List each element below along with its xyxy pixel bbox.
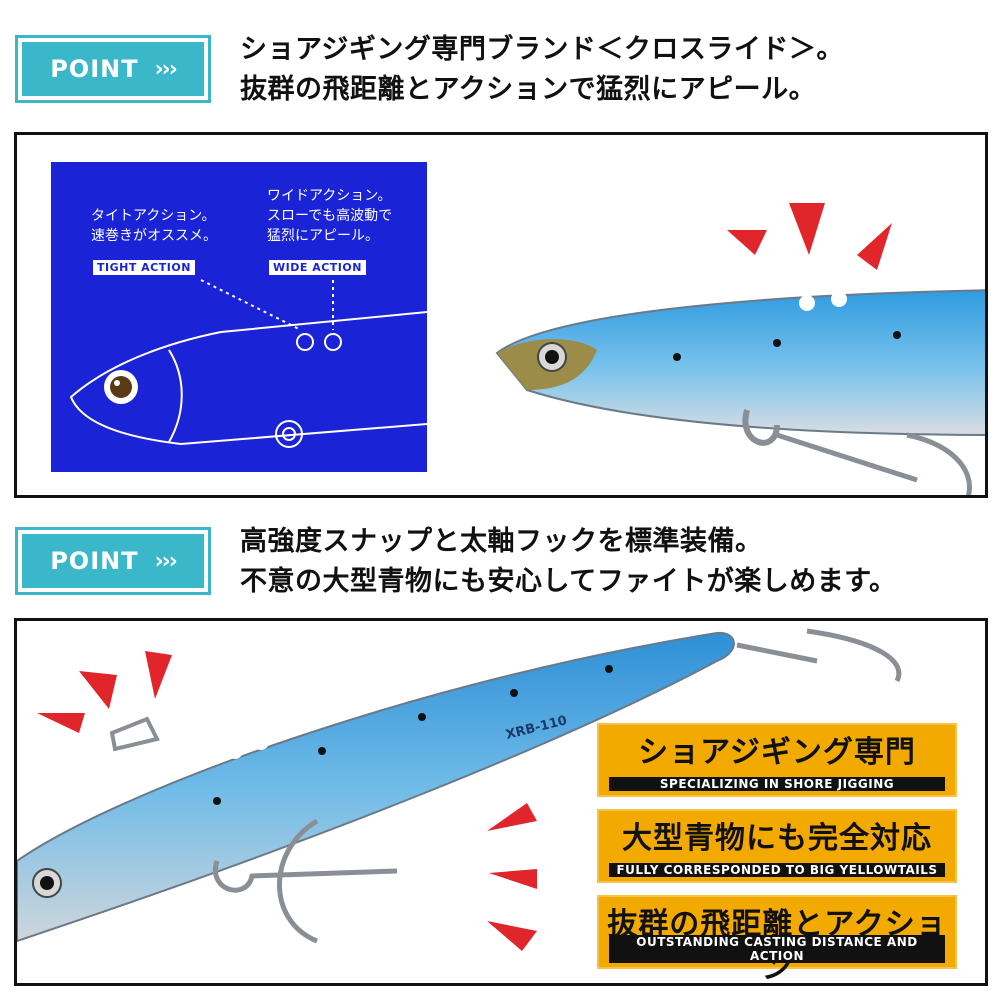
- headline-2: 高強度スナップと太軸フックを標準装備。 不意の大型青物にも安心してファイトが楽し…: [240, 522, 897, 602]
- lure-outline-diagram: [69, 279, 427, 448]
- snap-ring: [742, 409, 780, 446]
- feature-3-en: OUTSTANDING CASTING DISTANCE AND ACTION: [609, 935, 945, 963]
- fish-eye-pupil: [110, 376, 132, 398]
- belly-eye-inner: [282, 427, 296, 441]
- lure-body: [495, 289, 985, 436]
- tight-action-text: タイトアクション。 速巻きがオススメ。: [91, 206, 217, 246]
- belly-hook: [212, 818, 398, 944]
- burst-mark-2: [789, 203, 825, 255]
- burst-mark-1: [727, 230, 767, 255]
- action-panel: タイトアクション。 速巻きがオススメ。 TIGHT ACTION ワイドアクショ…: [14, 132, 988, 498]
- lure-dot-1: [673, 353, 681, 361]
- lure-body-2: [17, 631, 735, 943]
- burst-mark-5: [145, 651, 172, 699]
- point-badge-1: POINT ›››: [15, 35, 211, 103]
- chevron-right-icon: ›››: [154, 56, 178, 82]
- burst-mark-3: [857, 223, 892, 270]
- feature-1-en: SPECIALIZING IN SHORE JIGGING: [609, 777, 945, 791]
- features-panel: XRB-110 ショアジギング専門 SPECIALIZING IN SHORE …: [14, 618, 988, 986]
- wide-line-3: 猛烈にアピール。: [267, 228, 379, 244]
- lure-eye-pupil-2: [40, 876, 54, 890]
- lure-dot-2: [773, 339, 781, 347]
- burst-mark-7: [487, 803, 537, 831]
- feature-2-jp: 大型青物にも完全対応: [622, 821, 932, 856]
- feature-2-en: FULLY CORRESPONDED TO BIG YELLOWTAILS: [609, 863, 945, 877]
- lure-body-outline: [69, 311, 427, 446]
- headline-2-line-1: 高強度スナップと太軸フックを標準装備。: [240, 526, 763, 557]
- burst-mark-4: [79, 671, 117, 709]
- lure-dot-7: [510, 689, 518, 697]
- lure-dot-6: [418, 713, 426, 721]
- action-diagram: タイトアクション。 速巻きがオススメ。 TIGHT ACTION ワイドアクショ…: [51, 162, 427, 472]
- burst-mark-6: [37, 713, 85, 733]
- line-eye-hole-4: [253, 734, 269, 750]
- wide-line-2: スローでも高波動で: [267, 208, 393, 224]
- tail-hook: [736, 628, 902, 683]
- chevron-right-icon: ›››: [154, 548, 178, 574]
- burst-mark-8: [489, 869, 537, 889]
- gill-line: [168, 349, 183, 443]
- point-label: POINT: [50, 55, 139, 83]
- point-label: POINT: [50, 547, 139, 575]
- dotted-leader-tight: [200, 279, 302, 331]
- point-badge-2: POINT ›››: [15, 527, 211, 595]
- wide-action-tag: WIDE ACTION: [269, 260, 366, 275]
- feature-1-jp: ショアジギング専門: [638, 735, 916, 770]
- tight-action-tag: TIGHT ACTION: [93, 260, 195, 275]
- line-eye-hole-2: [831, 291, 847, 307]
- line-eye-large: [324, 333, 342, 351]
- wide-action-text: ワイドアクション。 スローでも高波動で 猛烈にアピール。: [267, 186, 392, 246]
- lure-dot-3: [893, 331, 901, 339]
- headline-1-line-1: ショアジギング専門ブランド＜クロスライド＞。: [240, 34, 844, 65]
- feature-shore-jigging: ショアジギング専門 SPECIALIZING IN SHORE JIGGING: [597, 723, 957, 797]
- snap-2: [109, 716, 160, 752]
- lure-dot-4: [213, 797, 221, 805]
- line-eye-hole-3: [227, 743, 243, 759]
- feature-big-yellowtails: 大型青物にも完全対応 FULLY CORRESPONDED TO BIG YEL…: [597, 809, 957, 883]
- lure-dot-8: [605, 665, 613, 673]
- lure-photo-1: [495, 203, 985, 495]
- feature-casting-action: 抜群の飛距離とアクション OUTSTANDING CASTING DISTANC…: [597, 895, 957, 983]
- tight-line-1: タイトアクション。: [91, 208, 216, 224]
- headline-2-line-2: 不意の大型青物にも安心してファイトが楽しめます。: [240, 566, 897, 597]
- treble-hook: [776, 432, 972, 495]
- lure-photo-2: XRB-110: [17, 628, 902, 951]
- line-eye-hole-1: [799, 295, 815, 311]
- headline-1: ショアジギング専門ブランド＜クロスライド＞。 抜群の飛距離とアクションで猛烈にア…: [240, 30, 844, 110]
- wide-line-1: ワイドアクション。: [267, 188, 392, 204]
- lure-dot-5: [318, 747, 326, 755]
- line-eye-small: [296, 333, 314, 351]
- headline-1-line-2: 抜群の飛距離とアクションで猛烈にアピール。: [240, 74, 817, 105]
- fish-eye-highlight: [114, 380, 120, 386]
- burst-mark-9: [487, 921, 537, 951]
- tight-line-2: 速巻きがオススメ。: [91, 228, 217, 244]
- lure-eye-pupil: [545, 350, 559, 364]
- belly-eye-outer: [275, 420, 303, 448]
